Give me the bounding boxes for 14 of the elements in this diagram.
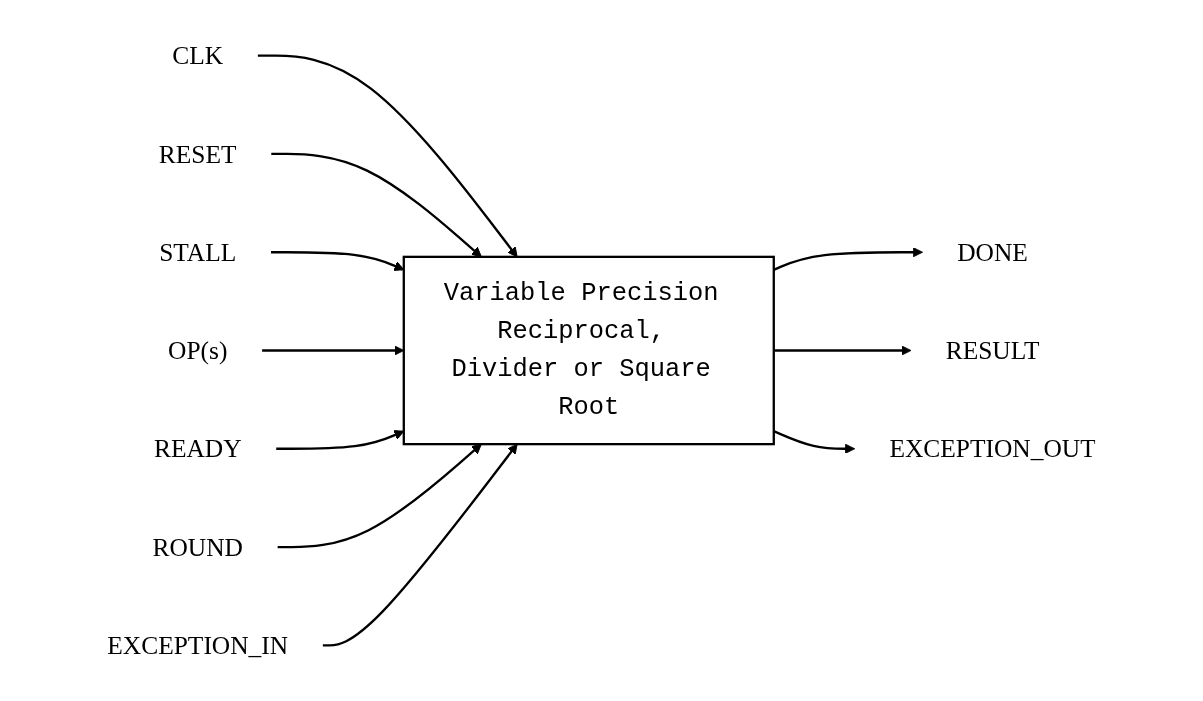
node-text: RESULT bbox=[945, 336, 1040, 365]
node-text: EXCEPTION_OUT bbox=[889, 434, 1096, 464]
node-box: Variable Precision Reciprocal, Divider or Square Root bbox=[402, 255, 775, 446]
node-text: CLK bbox=[172, 41, 224, 71]
arrow bbox=[773, 247, 923, 271]
node-text: EXCEPTION_IN bbox=[107, 630, 289, 660]
node-text: READY bbox=[153, 434, 242, 464]
node-text: RESET bbox=[158, 139, 237, 169]
arrow bbox=[773, 430, 856, 454]
node-text: STALL bbox=[159, 237, 237, 267]
arrow bbox=[773, 345, 912, 356]
node-text: ROUND bbox=[152, 532, 243, 562]
node-text: OP(s) bbox=[168, 336, 228, 365]
node-text: DONE bbox=[957, 237, 1028, 267]
